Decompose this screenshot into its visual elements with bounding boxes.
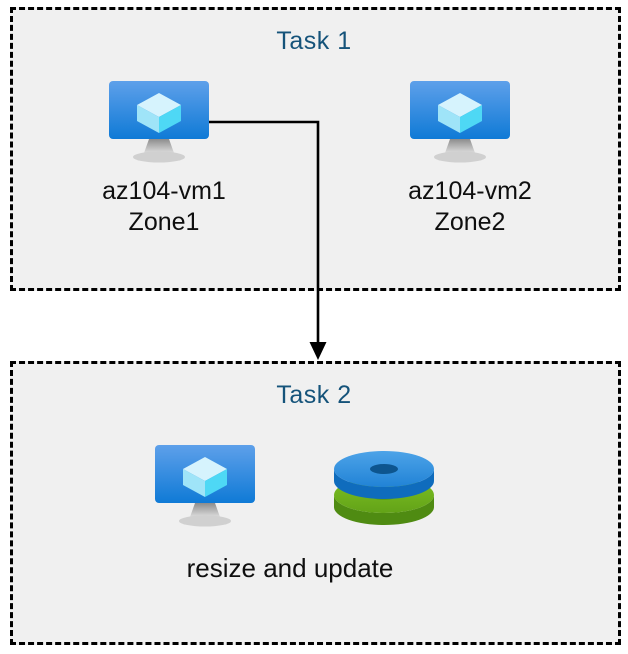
task2-title: Task 2: [276, 381, 352, 409]
vm2-label: az104-vm2 Zone2: [408, 177, 532, 236]
disks-icon: [332, 443, 436, 533]
vm2-virtual-machine-icon: [408, 79, 512, 169]
task2-action-label: resize and update: [186, 553, 394, 583]
task2-virtual-machine-icon: [153, 443, 257, 533]
task1-title: Task 1: [276, 27, 352, 55]
vm1-label: az104-vm1 Zone1: [102, 177, 226, 236]
vm1-virtual-machine-icon: [107, 79, 211, 169]
task2-container: [10, 361, 621, 645]
